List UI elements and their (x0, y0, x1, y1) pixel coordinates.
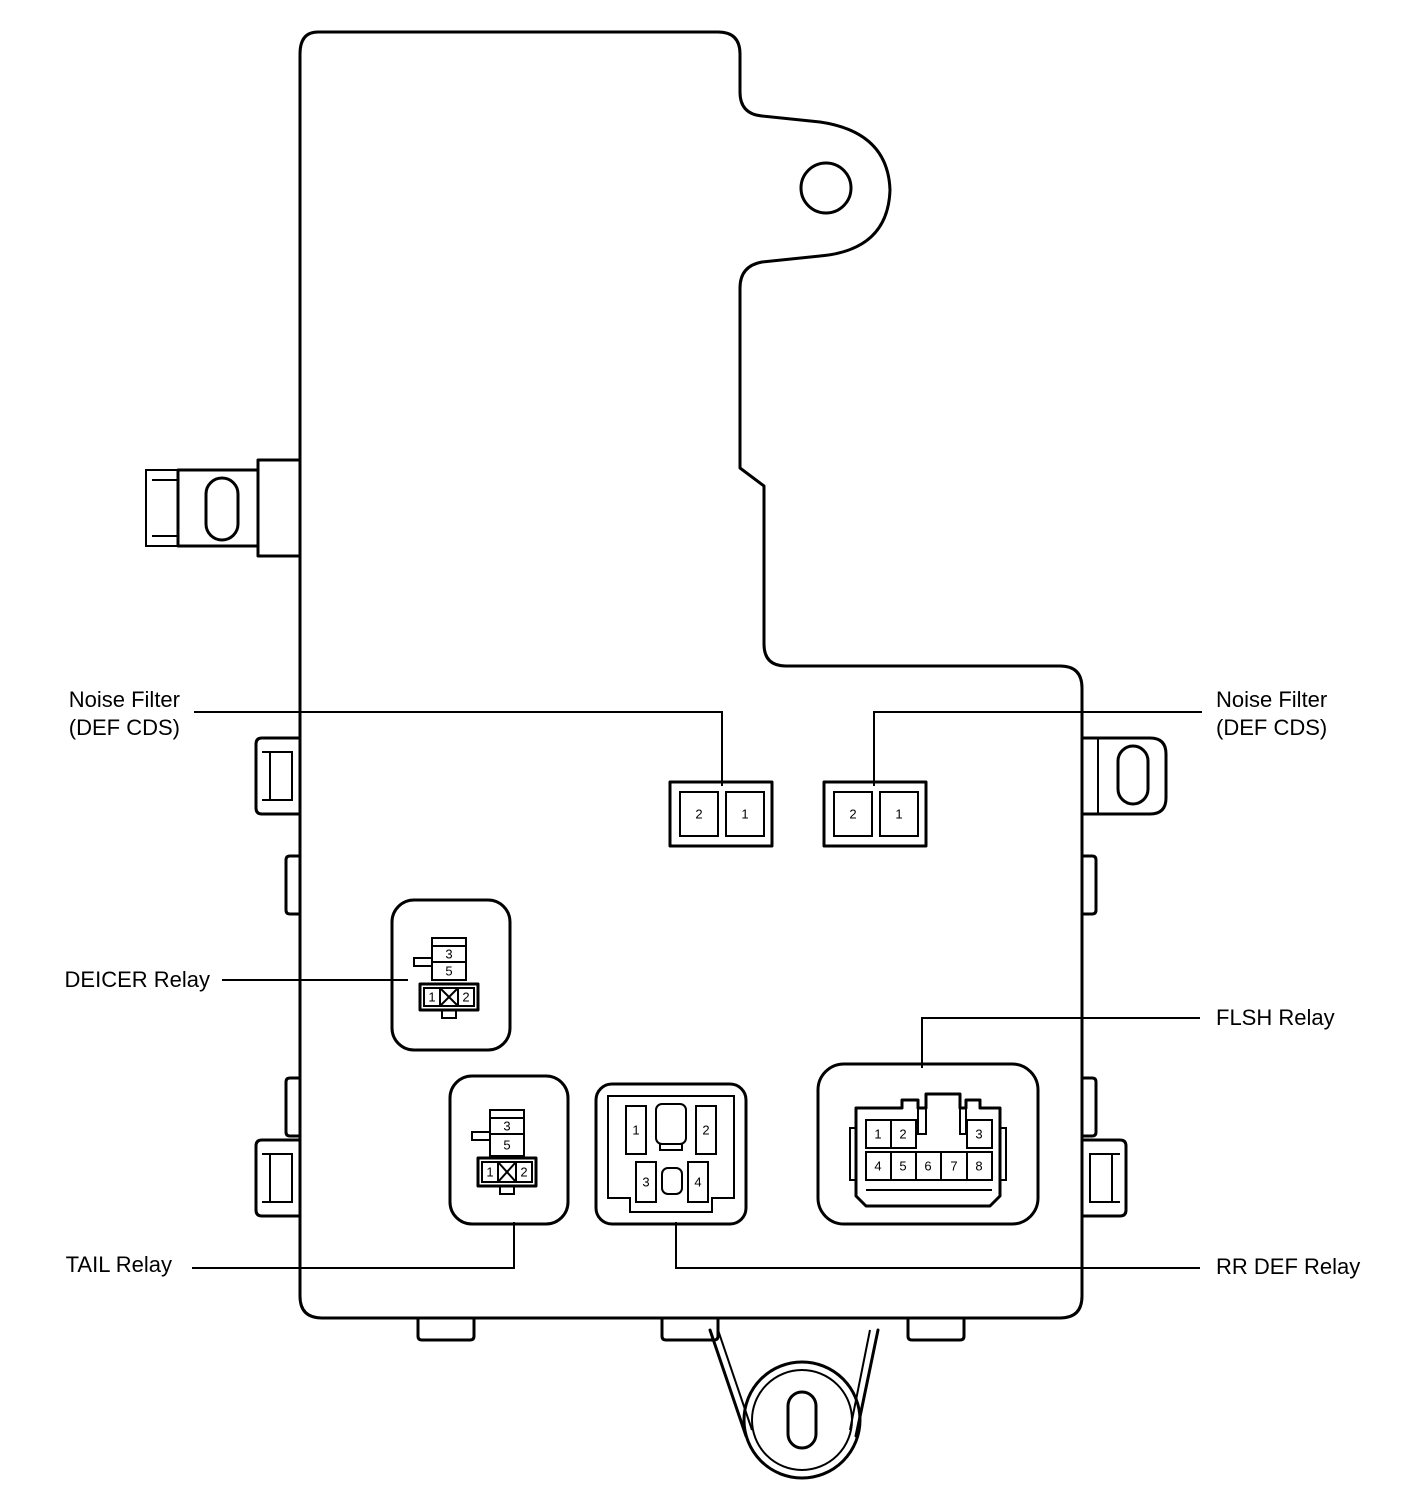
right-ear-slot (1116, 744, 1150, 806)
pin-label: 5 (503, 1138, 510, 1153)
pin-label: 2 (520, 1165, 527, 1180)
left-tab-slot (204, 476, 240, 542)
leader-tail-relay (192, 1222, 515, 1269)
label-rr-def-relay: RR DEF Relay (1216, 1254, 1360, 1279)
pin-label: 1 (428, 990, 435, 1005)
rr-def-relay-socket: 1 2 3 4 (594, 1082, 748, 1226)
left-mounting-tab (145, 458, 302, 558)
leader-lines (192, 711, 1202, 1269)
pin-label: 3 (503, 1119, 510, 1134)
pin-label: 3 (642, 1175, 649, 1190)
label-noise-filter-left-line1: Noise Filter (69, 687, 180, 712)
pin-label: 3 (445, 947, 452, 962)
pin-label: 5 (445, 964, 452, 979)
noise-filter-right: 2 1 (822, 780, 928, 848)
housing-outline (298, 30, 1084, 1320)
label-noise-filter-right-line1: Noise Filter (1216, 687, 1327, 712)
pin-label: 5 (899, 1159, 906, 1174)
label-noise-filter-right-line2: (DEF CDS) (1216, 715, 1327, 740)
pin-label: 6 (924, 1159, 931, 1174)
noise-filter-left: 2 1 (668, 780, 774, 848)
pin-label: 2 (899, 1127, 906, 1142)
pin-label: 4 (694, 1175, 701, 1190)
label-deicer-relay: DEICER Relay (65, 967, 210, 992)
mounting-hole-top (799, 161, 853, 215)
label-tail-relay: TAIL Relay (66, 1252, 172, 1277)
leader-noise-filter-left (194, 711, 723, 786)
pin-label: 2 (462, 990, 469, 1005)
pin-label: 7 (950, 1159, 957, 1174)
leader-flsh-relay (921, 1017, 1200, 1068)
tail-relay-socket: 3 5 1 2 (448, 1074, 570, 1226)
pin-label: 8 (975, 1159, 982, 1174)
pin-label: 1 (632, 1123, 639, 1138)
bottom-mount-slot (786, 1390, 818, 1450)
pin-label: 4 (874, 1159, 881, 1174)
bottom-mount (416, 1316, 966, 1480)
pin-label: 1 (741, 807, 748, 822)
left-side-clips (254, 736, 302, 1218)
pin-label: 2 (695, 807, 702, 822)
pin-label: 2 (702, 1123, 709, 1138)
pin-label: 2 (849, 807, 856, 822)
pin-label: 3 (975, 1127, 982, 1142)
deicer-relay-socket: 3 5 1 2 (390, 898, 512, 1052)
right-mounting-ear (1080, 736, 1168, 816)
leader-rr-def-relay (675, 1222, 1200, 1269)
label-noise-filter-left-line2: (DEF CDS) (69, 715, 180, 740)
leader-noise-filter-right (873, 711, 1202, 786)
right-side-clips (1080, 854, 1128, 1218)
label-flsh-relay: FLSH Relay (1216, 1005, 1335, 1030)
flsh-relay-socket: 1 2 3 4 5 6 7 8 (816, 1062, 1040, 1226)
pin-label: 1 (895, 807, 902, 822)
pin-label: 1 (874, 1127, 881, 1142)
pin-label: 1 (486, 1165, 493, 1180)
